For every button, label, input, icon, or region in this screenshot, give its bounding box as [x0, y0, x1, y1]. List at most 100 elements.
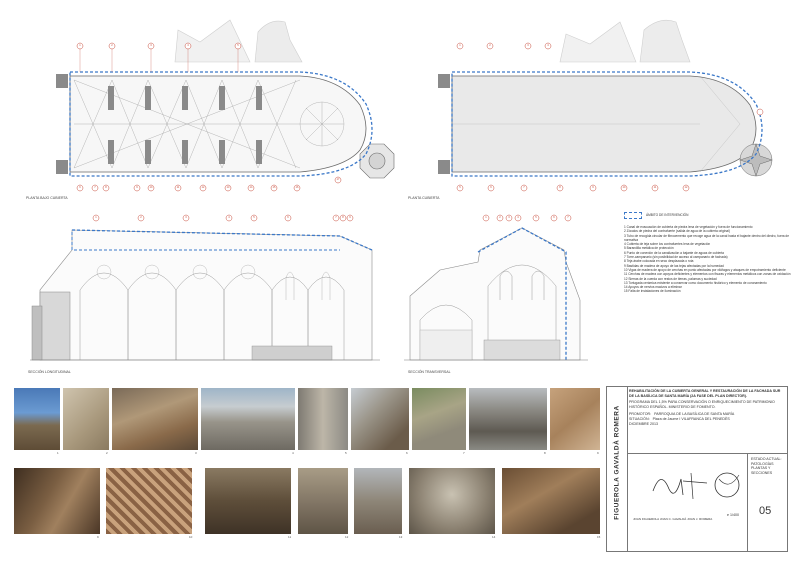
promoter-label: PROMOTOR: [629, 412, 652, 417]
legend-item: 10 Vigas de madera de apoyo de cerchas e… [624, 267, 786, 272]
marker-label: 6 [490, 186, 492, 189]
sheet-title: ESTADO ACTUAL: PATOLOGÍAS PLANTAS Y SECC… [751, 457, 782, 475]
marker-label: 3 [150, 44, 152, 47]
legend-item: 8 Teja árabe colocada en seco desplazada… [624, 259, 694, 264]
project-title: REHABILITACIÓN DE LA CUBIERTA GENERAL Y … [629, 389, 781, 398]
photo-number: 9 [97, 535, 99, 539]
promoter-value: PARROQUIA DE LA BASÍLICA DE SANTA MARÍA [654, 412, 735, 417]
legend-swatch [624, 212, 642, 219]
legend-item: 12 Sierras de la cuerda con restos de ti… [624, 276, 717, 281]
photo-number: 9 [597, 451, 599, 455]
marker-label: 10 [149, 186, 153, 189]
marker-label: 5 [535, 216, 537, 219]
marker-label: 7 [94, 186, 96, 189]
photo-5 [298, 388, 348, 450]
project-program: PROGRAMA DEL 1,5% PARA CONSERVACIÓN O EN… [629, 400, 775, 409]
marker-label: 3 [508, 216, 510, 219]
photo-number: 13 [399, 535, 403, 539]
photo-number: 3 [195, 451, 197, 455]
legend-item: 15 Falta de instalaciones de iluminación [624, 289, 681, 294]
photo-number: 11 [288, 535, 292, 539]
marker-label: 7 [567, 216, 569, 219]
legend-item: 14 Apoyos de nervios macizos a eliminar [624, 285, 682, 290]
photo-12 [205, 468, 291, 534]
marker-label: 6 [79, 186, 81, 189]
marker-label: 9 [136, 186, 138, 189]
photo-15 [409, 468, 495, 534]
architect-names: JOAN FIGUEROLA JOAN C. GAVALDÀ JOAN J. R… [633, 517, 713, 521]
marker-label: 15 [272, 186, 276, 189]
photo-6 [351, 388, 409, 450]
marker-label: 4 [547, 44, 549, 47]
title-block: FIGUEROLA GAVALDÀ ROMERA REHABILITACIÓN … [606, 386, 788, 552]
marker-label: 9 [592, 186, 594, 189]
caption-plan-lower-roof: PLANTA BAJO CUBIERTA [26, 196, 68, 200]
legend-item: 9 Bastidas de madera de apoyo de las tej… [624, 263, 724, 268]
marker-label: 13 [226, 186, 230, 189]
photo-number: 1 [57, 451, 59, 455]
photo-9 [550, 388, 600, 450]
photo-number: 8 [544, 451, 546, 455]
photo-7 [412, 388, 466, 450]
marker-label: 2 [140, 216, 142, 219]
marker-label: 17 [336, 178, 340, 181]
marker-label: 1 [95, 216, 97, 219]
photo-3 [112, 388, 198, 450]
marker-label: 4 [228, 216, 230, 219]
marker-label: 6 [553, 216, 555, 219]
marker-label: 7 [523, 186, 525, 189]
marker-label: 2 [499, 216, 501, 219]
marker-label: 1 [485, 216, 487, 219]
photo-8 [469, 388, 547, 450]
marker-label: 8 [342, 216, 344, 219]
legend-item: 2 Zócalos de piedra del contrafuerte (sa… [624, 229, 730, 234]
caption-section-longitudinal: SECCIÓN LONGITUDINAL [28, 370, 71, 374]
marker-label: 2 [489, 44, 491, 47]
marker-label: 2 [111, 44, 113, 47]
photo-4 [201, 388, 295, 450]
marker-label: 3 [185, 216, 187, 219]
legend-item: 6 Punto de conexión de la canalización a… [624, 250, 724, 255]
drawing-scale: e 1/400 [727, 513, 739, 517]
title-block-vertical-strip: FIGUEROLA GAVALDÀ ROMERA [607, 387, 628, 551]
photo-14 [354, 468, 402, 534]
marker-label: 5 [459, 186, 461, 189]
photo-number: 7 [463, 451, 465, 455]
marker-label: 1 [459, 44, 461, 47]
legend-list: 1 Canal de evacuación de cubierta de pie… [624, 225, 794, 294]
photo-10 [14, 468, 100, 534]
location-label: SITUACIÓN: [629, 416, 650, 421]
marker-label: 12 [684, 186, 688, 189]
legend-item: 1 Canal de evacuación de cubierta de pie… [624, 225, 753, 229]
photo-number: 15 [597, 535, 601, 539]
location-value: Plaza de Jaume I VILAFRANCA DEL PENEDÈS [652, 416, 730, 421]
photo-number: 6 [406, 451, 408, 455]
marker-label: 14 [249, 186, 253, 189]
divider-horizontal [627, 453, 787, 454]
marker-label: 5 [237, 44, 239, 47]
photo-number: 4 [292, 451, 294, 455]
marker-label: 4 [187, 44, 189, 47]
photo-2 [63, 388, 109, 450]
studio-name: FIGUEROLA GAVALDÀ ROMERA [613, 405, 621, 520]
marker-label: 4 [517, 216, 519, 219]
photo-number: 12 [345, 535, 349, 539]
sheet-number: 05 [759, 505, 772, 517]
caption-section-transversal: SECCIÓN TRANSVERSAL [408, 370, 451, 374]
legend-item: 3 Tubo de recogida circular de fibroceme… [624, 233, 789, 242]
photo-number: 10 [189, 535, 193, 539]
photo-number: 14 [492, 535, 496, 539]
marker-label: 7 [335, 216, 337, 219]
architect-signatures [652, 472, 740, 500]
photo-11 [106, 468, 192, 534]
marker-label: 9 [349, 216, 351, 219]
marker-label: 1 [79, 44, 81, 47]
marker-label: 11 [176, 186, 180, 189]
legend: ÁMBITO DE INTERVENCIÓN 1 Canal de evacua… [624, 212, 794, 294]
marker-label: 12 [201, 186, 205, 189]
